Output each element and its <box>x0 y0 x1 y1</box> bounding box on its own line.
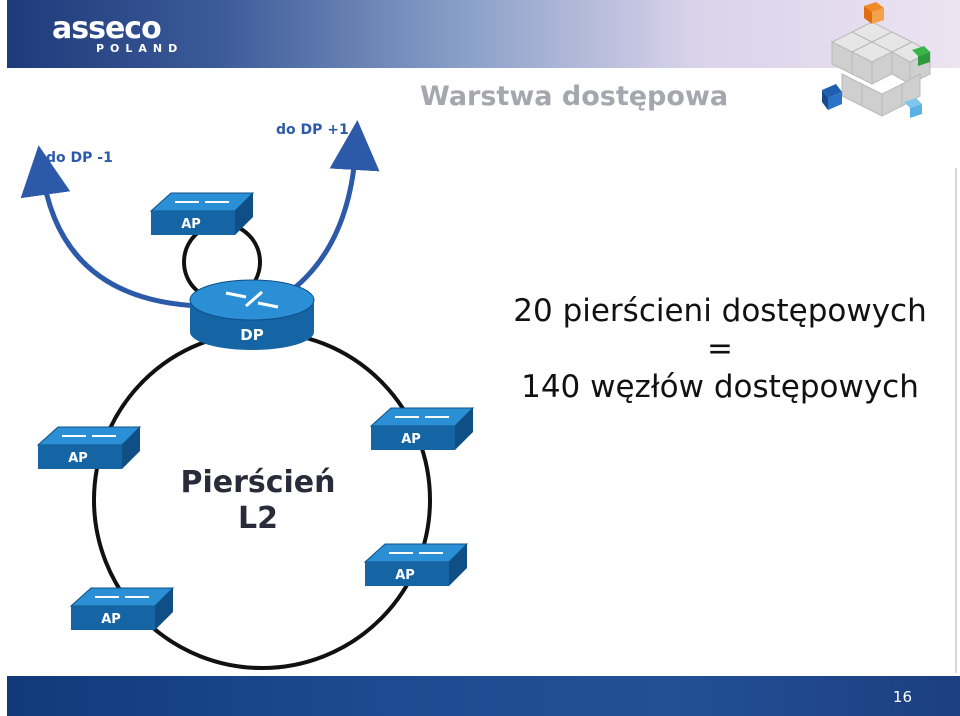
summary-text: 20 pierścieni dostępowych = 140 węzłów d… <box>490 292 950 406</box>
summary-line-1: 20 pierścieni dostępowych <box>513 293 927 329</box>
right-rule <box>955 168 957 673</box>
ap-switch-top: AP <box>149 192 255 235</box>
footer-band: 16 <box>7 676 960 716</box>
uplink-arrow-left <box>20 145 201 309</box>
ap-switch-right-upper: AP <box>369 407 475 450</box>
ap-label: AP <box>401 432 421 447</box>
slide-title: Warstwa dostępowa <box>420 81 729 112</box>
asseco-logo: asseco POLAND <box>52 16 212 64</box>
ring-label: Pierścień L2 <box>158 465 358 537</box>
logo-word-text: asseco <box>52 16 161 42</box>
summary-line-2: = <box>707 331 733 367</box>
page-number: 16 <box>892 688 912 706</box>
dp-label: DP <box>240 326 263 344</box>
ap-label: AP <box>68 451 88 466</box>
logo-wordmark: asseco <box>52 16 162 42</box>
header-band <box>7 0 960 68</box>
dp-router-icon: DP <box>189 279 315 350</box>
summary-line-3: 140 węzłów dostępowych <box>521 369 919 405</box>
ap-switch-bottom-left: AP <box>69 587 175 630</box>
ap-label: AP <box>181 217 201 232</box>
cube-cluster-icon <box>822 2 932 118</box>
ap-label: AP <box>101 612 121 627</box>
ring-topology-diagram: do DP -1 do DP +1 DP AP AP AP <box>20 120 475 670</box>
ap-switch-right-lower: AP <box>363 543 469 586</box>
arrow-right-label: do DP +1 <box>276 122 349 138</box>
ap-switch-left: AP <box>36 426 142 469</box>
arrow-left-label: do DP -1 <box>46 150 113 166</box>
logo-subtitle: POLAND <box>96 42 184 55</box>
uplink-arrow-right <box>282 120 380 299</box>
ring-label-line1: Pierścień <box>180 465 336 500</box>
ap-label: AP <box>395 568 415 583</box>
ring-label-line2: L2 <box>238 501 278 536</box>
